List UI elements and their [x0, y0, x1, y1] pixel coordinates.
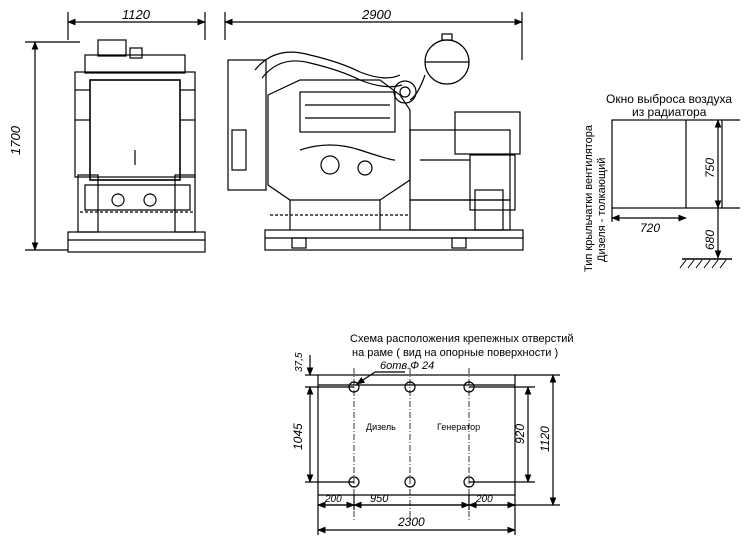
dim-left-edge-label: 200 — [324, 494, 342, 505]
frame-scheme — [305, 355, 560, 535]
front-width-dimension — [67, 12, 206, 40]
radiator-window-detail — [611, 119, 740, 269]
dim-hole-spacing-label: 950 — [370, 493, 389, 505]
dim-inner-height-label: 920 — [513, 424, 527, 444]
side-view — [224, 12, 524, 251]
radiator-elevation-label: 680 — [703, 230, 717, 250]
dim-left-span-label: 1045 — [291, 423, 305, 450]
side-radiator — [227, 59, 267, 191]
front-view — [25, 12, 206, 253]
side-length-dimension — [224, 12, 523, 60]
side-base-frame — [264, 229, 524, 251]
dim-offset-top-label: 37,5 — [294, 352, 305, 372]
mount-hole — [404, 381, 416, 393]
radiator-width-label: 720 — [640, 221, 660, 235]
front-height-dimension — [25, 41, 80, 251]
front-engine-body — [74, 71, 196, 178]
air-outlet-window — [611, 119, 723, 209]
fan-type-note-line1: Тип крыльчатки вентилятора — [583, 124, 595, 272]
side-length-label: 2900 — [361, 7, 392, 22]
dim-outer-height-label: 1120 — [538, 426, 552, 452]
frame-scheme-title-line2: на раме ( вид на опорные поверхности ) — [352, 347, 558, 359]
radiator-height-label: 750 — [703, 158, 717, 178]
front-height-label: 1700 — [8, 125, 23, 155]
frame-scheme-title-line1: Схема расположения крепежных отверстий — [350, 333, 574, 345]
radiator-title-line1: Окно выброса воздуха — [606, 92, 732, 106]
holes-note-label: 6отв.Ф 24 — [380, 360, 434, 372]
dim-right-edge-label: 200 — [475, 494, 493, 505]
front-base-frame — [67, 231, 206, 253]
mount-hole — [404, 476, 416, 488]
generator-label: Генератор — [437, 422, 480, 432]
side-engine-block — [267, 79, 411, 201]
frame-outline — [317, 374, 516, 506]
fan-type-note-line2: Дизеля - толкающий — [596, 158, 608, 262]
front-width-label: 1120 — [122, 7, 151, 22]
diesel-label: Дизель — [366, 422, 396, 432]
radiator-title-line2: из радиатора — [632, 105, 707, 119]
dim-total-length-label: 2300 — [397, 515, 425, 529]
